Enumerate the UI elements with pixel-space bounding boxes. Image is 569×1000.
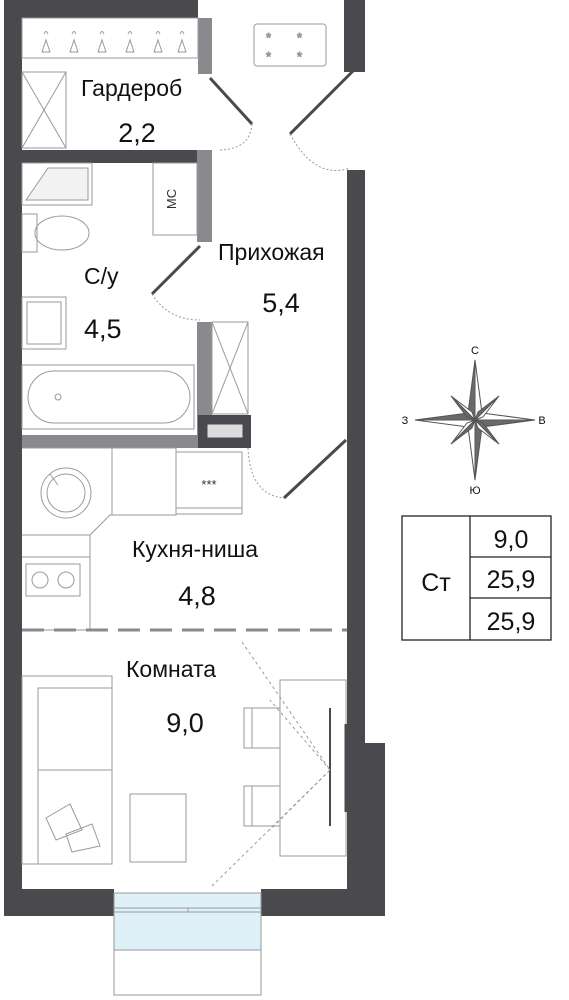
room-name-living: Комната bbox=[126, 656, 216, 682]
apartment-type-label: Ст bbox=[421, 569, 451, 597]
living-furniture bbox=[21, 641, 348, 887]
wardrobe-fixtures bbox=[21, 17, 199, 149]
sink-icon bbox=[21, 296, 67, 350]
room-area-kitchen: 4,8 bbox=[178, 581, 216, 611]
hallway-cabinet bbox=[211, 321, 249, 415]
compass-north: С bbox=[471, 345, 479, 357]
room-name-wardrobe: Гардероб bbox=[81, 75, 182, 101]
inner-walls bbox=[22, 150, 251, 448]
toilet-icon bbox=[21, 213, 38, 253]
cooktop-icon bbox=[25, 563, 81, 597]
chair-icon bbox=[243, 707, 281, 749]
kitchen-sink-icon bbox=[40, 467, 92, 519]
outer-walls bbox=[4, 0, 385, 916]
compass-west: З bbox=[402, 415, 409, 427]
window bbox=[113, 892, 262, 996]
svg-text:*: * bbox=[266, 30, 271, 45]
wardrobe-door-leaf bbox=[208, 76, 254, 126]
bathtub-icon bbox=[21, 364, 195, 430]
stove-marks: *** bbox=[201, 477, 216, 492]
room-area-living: 9,0 bbox=[166, 708, 204, 738]
bathroom-fixtures bbox=[21, 162, 198, 430]
door-swings bbox=[151, 123, 351, 499]
svg-text:*: * bbox=[297, 49, 302, 64]
hangers-icon bbox=[41, 31, 187, 53]
compass-rose-icon bbox=[414, 359, 536, 481]
ms-shaft-label: МС bbox=[164, 189, 179, 209]
compass-east: В bbox=[538, 415, 545, 427]
svg-text:*: * bbox=[297, 30, 302, 45]
room-name-kitchen: Кухня-ниша bbox=[132, 536, 258, 562]
svg-text:*: * bbox=[266, 49, 271, 64]
compass-rose: С Ю З В bbox=[402, 345, 546, 497]
room-name-hallway: Прихожая bbox=[218, 239, 325, 265]
bathroom-door-leaf bbox=[150, 244, 202, 296]
summary-total-area-full: 25,9 bbox=[487, 608, 536, 636]
entrance-shelf: * * * * bbox=[253, 23, 327, 67]
room-name-bathroom: С/у bbox=[84, 263, 119, 289]
summary-living-area: 9,0 bbox=[494, 526, 529, 554]
room-area-hallway: 5,4 bbox=[262, 288, 300, 318]
kitchen-entry-door-leaf bbox=[282, 438, 348, 500]
dining-table-icon bbox=[279, 679, 347, 857]
coffee-table-icon bbox=[129, 793, 187, 863]
area-summary-table bbox=[401, 515, 552, 641]
room-area-wardrobe: 2,2 bbox=[118, 118, 156, 148]
entrance-door-leaf bbox=[288, 68, 356, 136]
doors bbox=[150, 68, 356, 500]
stove-icon bbox=[175, 451, 243, 515]
room-area-bathroom: 4,5 bbox=[84, 314, 122, 344]
chair-icon bbox=[243, 785, 281, 827]
summary-total-area: 25,9 bbox=[487, 566, 536, 594]
compass-south: Ю bbox=[469, 485, 480, 497]
